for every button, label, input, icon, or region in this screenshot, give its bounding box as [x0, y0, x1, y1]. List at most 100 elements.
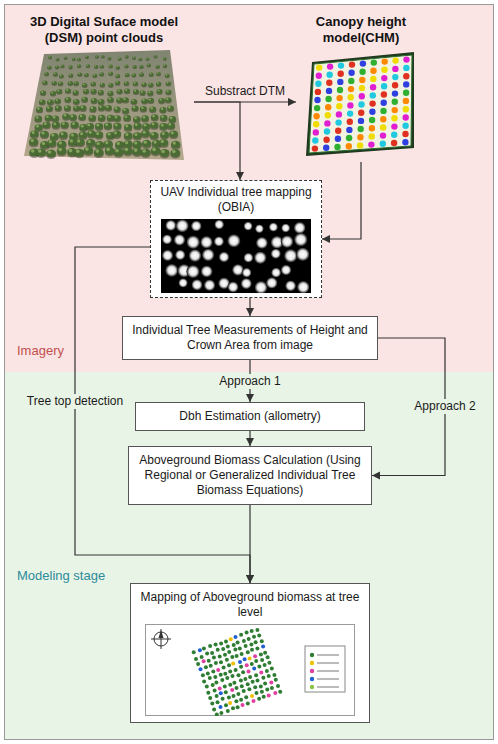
- ellipse-shape: [149, 73, 154, 77]
- circle-shape: [124, 98, 126, 100]
- circle-shape: [227, 663, 231, 667]
- circle-shape: [173, 142, 176, 145]
- arrow-head: [236, 172, 244, 180]
- circle-shape: [349, 61, 355, 67]
- circle-shape: [152, 123, 155, 126]
- circle-shape: [346, 135, 352, 141]
- circle-shape: [69, 74, 71, 76]
- circle-shape: [221, 697, 225, 701]
- circle-shape: [246, 650, 250, 654]
- circle-shape: [252, 699, 256, 703]
- ellipse-shape: [48, 56, 52, 59]
- ellipse-shape: [147, 64, 151, 67]
- circle-shape: [310, 661, 314, 665]
- arrow-head: [246, 308, 254, 316]
- circle-shape: [157, 82, 159, 84]
- circle-shape: [239, 679, 243, 683]
- circle-shape: [370, 76, 376, 82]
- ellipse-shape: [39, 99, 46, 104]
- circle-shape: [323, 137, 329, 143]
- ellipse-shape: [52, 115, 60, 121]
- circle-shape: [62, 122, 65, 125]
- stage-label: Modeling stage: [17, 568, 105, 583]
- ellipse-shape: [139, 58, 143, 61]
- ellipse-shape: [116, 98, 123, 103]
- circle-shape: [243, 253, 253, 263]
- circle-shape: [230, 655, 234, 659]
- ellipse-shape: [141, 115, 149, 121]
- circle-shape: [78, 58, 79, 59]
- ellipse-shape: [98, 115, 106, 121]
- circle-shape: [202, 680, 206, 684]
- circle-shape: [157, 72, 159, 74]
- circle-shape: [227, 234, 241, 248]
- circle-shape: [202, 249, 215, 262]
- ellipse-shape: [36, 107, 43, 113]
- ellipse-shape: [94, 149, 104, 157]
- circle-shape: [392, 57, 398, 63]
- circle-shape: [242, 639, 246, 643]
- circle-shape: [125, 148, 129, 152]
- circle-shape: [116, 74, 118, 76]
- circle-shape: [205, 651, 209, 655]
- ellipse-shape: [146, 58, 150, 61]
- circle-shape: [95, 65, 96, 66]
- circle-shape: [36, 125, 39, 128]
- circle-shape: [260, 658, 264, 662]
- circle-shape: [234, 699, 238, 703]
- circle-shape: [257, 634, 261, 638]
- ellipse-shape: [139, 73, 144, 77]
- circle-shape: [225, 676, 229, 680]
- circle-shape: [213, 688, 217, 692]
- circle-shape: [199, 667, 203, 671]
- circle-shape: [239, 665, 243, 669]
- circle-shape: [70, 139, 73, 142]
- circle-shape: [170, 117, 173, 120]
- ellipse-shape: [93, 74, 98, 78]
- circle-shape: [143, 131, 146, 134]
- ellipse-shape: [62, 113, 70, 119]
- circle-shape: [60, 75, 62, 77]
- ellipse-shape: [167, 105, 174, 111]
- circle-shape: [66, 89, 68, 91]
- circle-shape: [89, 131, 92, 134]
- circle-shape: [235, 686, 239, 690]
- circle-shape: [229, 637, 233, 641]
- circle-shape: [108, 133, 111, 136]
- circle-shape: [221, 647, 225, 651]
- ellipse-shape: [56, 89, 62, 94]
- circle-shape: [58, 148, 62, 152]
- circle-shape: [74, 100, 76, 102]
- ellipse-shape: [133, 141, 142, 149]
- ellipse-shape: [148, 98, 155, 103]
- ellipse-shape: [101, 55, 105, 58]
- circle-shape: [296, 247, 310, 261]
- stage-label: Imagery: [17, 343, 64, 358]
- circle-shape: [76, 150, 80, 154]
- circle-shape: [263, 682, 267, 686]
- circle-shape: [125, 82, 127, 84]
- circle-shape: [44, 122, 47, 125]
- circle-shape: [54, 73, 56, 75]
- circle-shape: [172, 150, 176, 154]
- ellipse-shape: [77, 64, 81, 67]
- circle-shape: [310, 669, 314, 673]
- circle-shape: [80, 115, 83, 118]
- circle-shape: [216, 668, 220, 672]
- circle-shape: [168, 106, 170, 108]
- circle-shape: [125, 65, 126, 66]
- circle-shape: [359, 85, 365, 91]
- circle-shape: [110, 65, 111, 66]
- ellipse-shape: [69, 65, 73, 68]
- circle-shape: [168, 123, 171, 126]
- circle-shape: [254, 281, 267, 293]
- flow-arrow: [246, 431, 254, 446]
- circle-shape: [85, 73, 87, 75]
- circle-shape: [75, 82, 77, 84]
- circle-shape: [214, 681, 218, 685]
- circle-shape: [254, 251, 267, 264]
- circle-shape: [91, 107, 93, 109]
- circle-shape: [261, 676, 265, 680]
- circle-shape: [381, 83, 387, 89]
- rect-shape: [317, 686, 339, 688]
